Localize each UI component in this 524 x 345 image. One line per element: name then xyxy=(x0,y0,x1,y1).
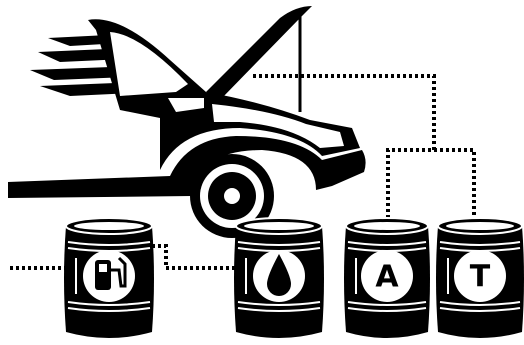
barrel-fuel xyxy=(64,218,154,338)
barrel-a-letter: A xyxy=(375,260,399,295)
car-with-open-hood-icon xyxy=(8,6,366,238)
letter-icon: T xyxy=(470,260,491,295)
barrel-a: A xyxy=(344,218,430,338)
barrel-t: T xyxy=(436,218,524,338)
barrel-t-letter: T xyxy=(470,260,491,295)
barrel-oil xyxy=(234,218,324,338)
letter-icon: A xyxy=(375,260,399,295)
